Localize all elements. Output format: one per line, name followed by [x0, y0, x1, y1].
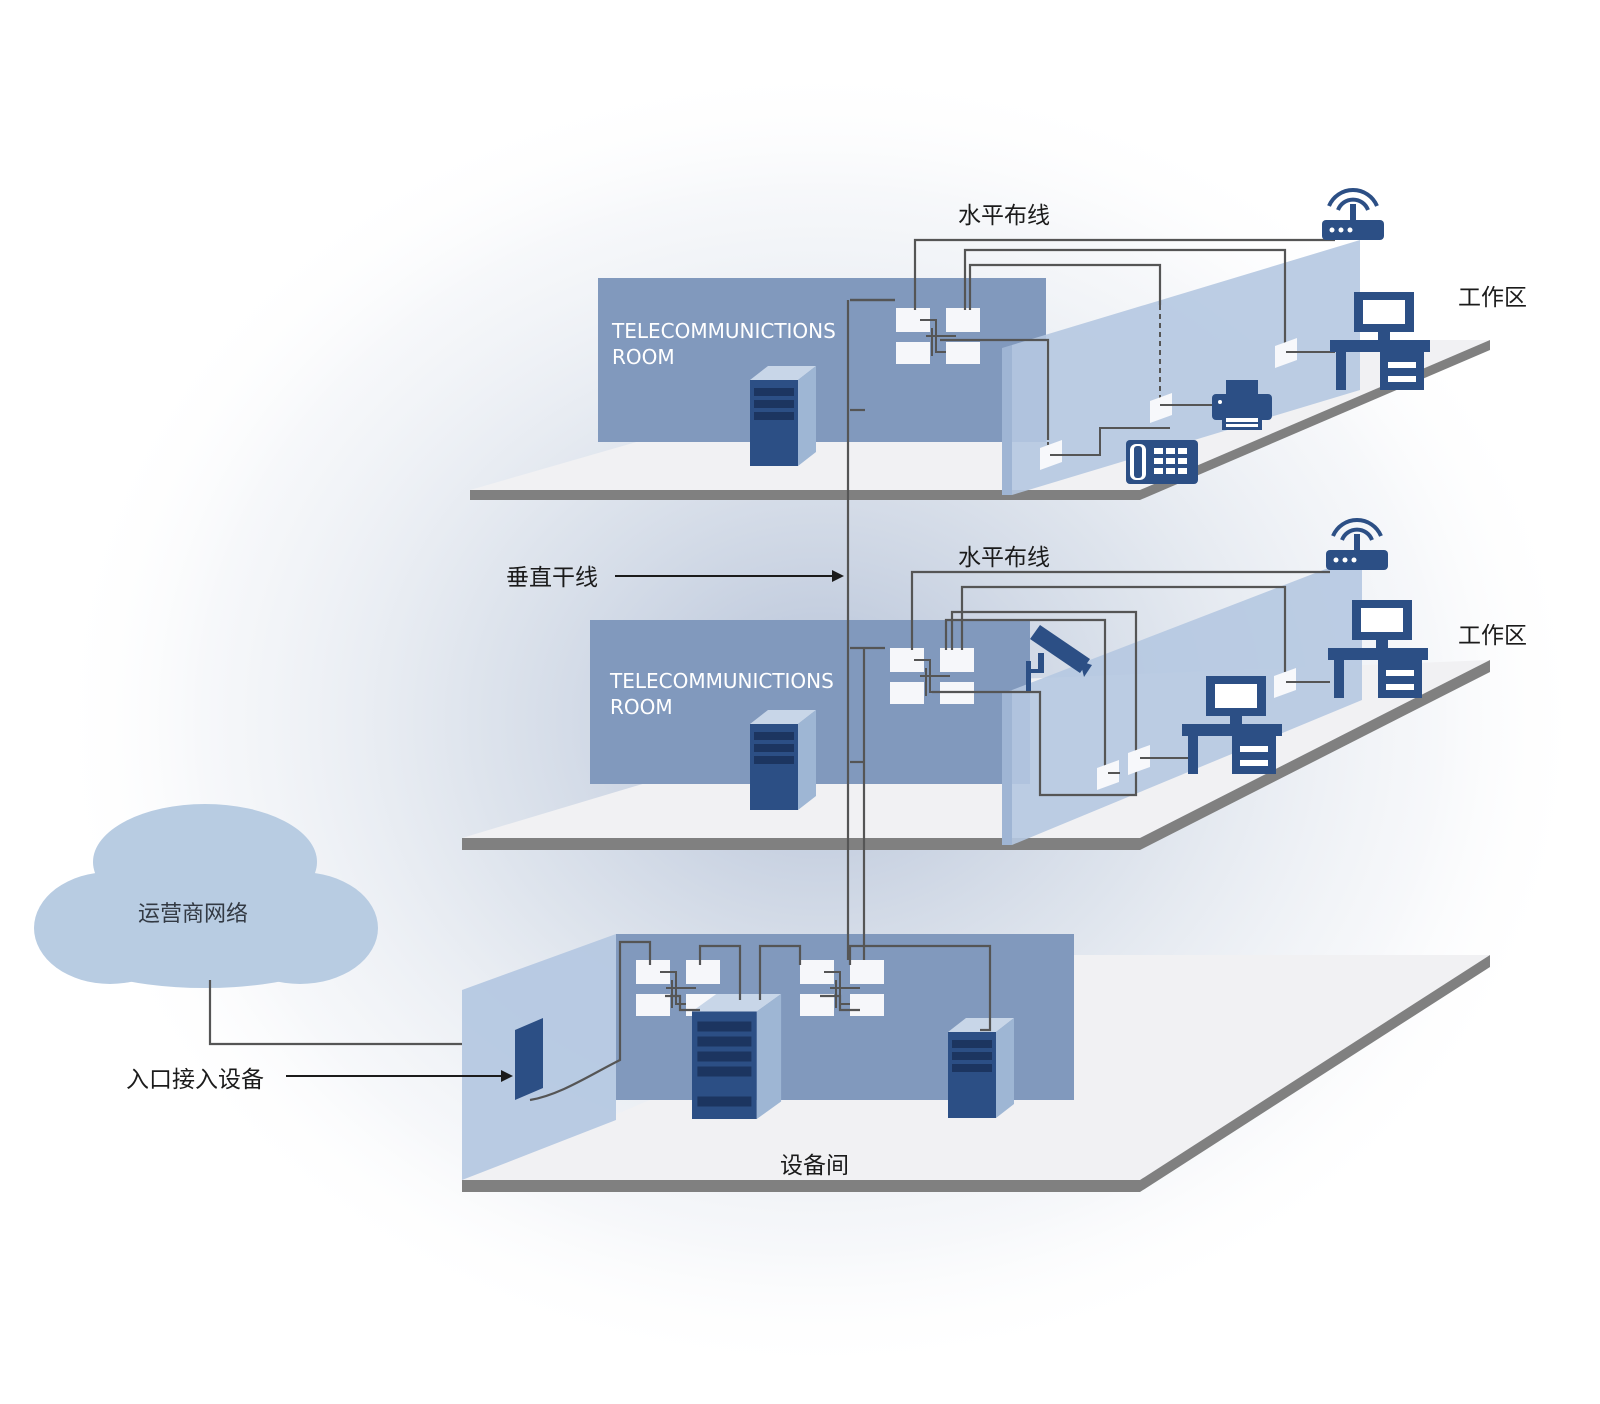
carrier-cable [208, 980, 462, 1046]
main-server-rack-icon [692, 994, 782, 1119]
telecom-room-label-2: TELECOMMUNICTIONS ROOM [610, 668, 834, 720]
equipment-room-label: 设备间 [780, 1153, 849, 1179]
room-label-line1: TELECOMMUNICTIONS [612, 319, 836, 343]
room-label-line2: ROOM [610, 695, 673, 719]
work-area-label-1: 工作区 [1458, 285, 1527, 311]
work-area-label-2: 工作区 [1458, 623, 1527, 649]
floor-2 [462, 518, 1490, 850]
horizontal-cabling-label-2: 水平布线 [958, 545, 1050, 571]
equipment-room-cables [529, 940, 992, 1102]
wifi-router-icon [1320, 188, 1386, 242]
carrier-network-cloud-icon [34, 804, 378, 988]
entrance-facility-label: 入口接入设备 [126, 1067, 264, 1093]
telecom-room-label-1: TELECOMMUNICTIONS ROOM [612, 318, 836, 370]
server-rack-icon [750, 710, 816, 810]
entrance-device-icon [515, 1018, 543, 1100]
server-rack-icon [948, 1018, 1014, 1118]
security-camera-icon [1026, 625, 1092, 691]
floor-3 [462, 934, 1490, 1192]
room-label-line2: ROOM [612, 345, 675, 369]
printer-icon [1212, 380, 1272, 430]
vertical-backbone-label: 垂直干线 [506, 565, 598, 591]
room-label-line1: TELECOMMUNICTIONS [610, 669, 834, 693]
floor-1 [470, 188, 1490, 500]
carrier-network-label: 运营商网络 [138, 902, 249, 927]
server-rack-icon [750, 366, 816, 466]
telephone-icon [1126, 440, 1198, 484]
vertical-backbone-cables [846, 298, 895, 960]
horizontal-cabling-label-1: 水平布线 [958, 203, 1050, 229]
